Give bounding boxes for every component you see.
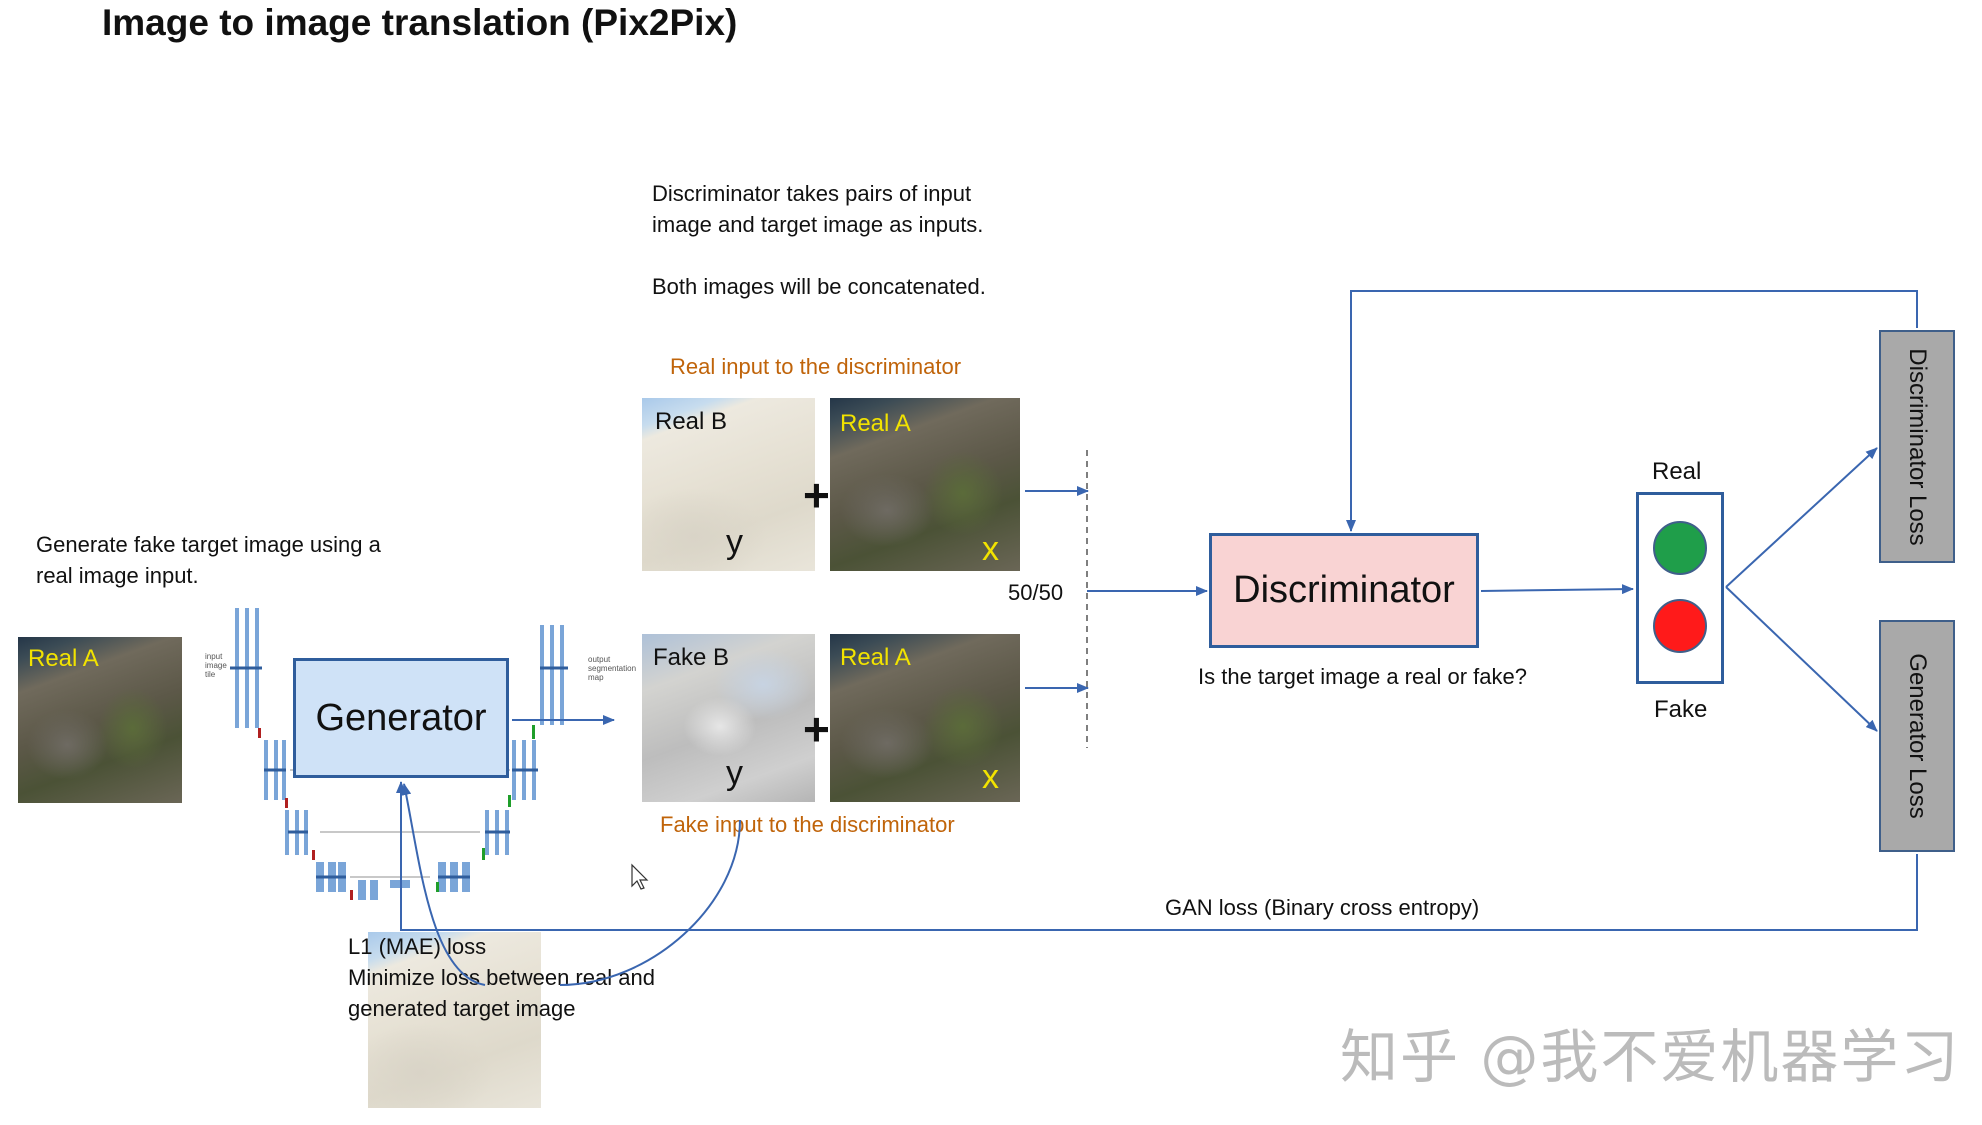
cursor-icon — [631, 863, 649, 890]
fake-light-label: Fake — [1654, 696, 1708, 723]
tile-label: Real A — [840, 410, 911, 437]
tile-label: Fake B — [653, 644, 730, 671]
watermark: 知乎 @我不爱机器学习 — [1340, 1023, 1961, 1091]
l1-loss-description: Minimize loss between real and generated… — [348, 965, 655, 1021]
l1-loss-curve-left — [401, 783, 486, 986]
discriminator-box: Discriminator — [1209, 533, 1479, 648]
red-light-icon — [1653, 599, 1707, 653]
green-light-icon — [1653, 521, 1707, 575]
tile-label: Real A — [28, 645, 99, 672]
l1-loss-curve-right — [559, 819, 741, 986]
generator-note: Generate fake target image using a real … — [36, 532, 381, 588]
real-a-tile-bottom: Real A x — [830, 634, 1020, 802]
plus-sign: + — [803, 703, 830, 755]
fake-input-label: Fake input to the discriminator — [660, 812, 955, 837]
page-title: Image to image translation (Pix2Pix) — [102, 2, 738, 43]
real-input-label: Real input to the discriminator — [670, 354, 962, 379]
real-b-tile: Real B y — [642, 398, 815, 571]
variable-x: x — [982, 530, 999, 568]
input-real-a-tile: Real A — [18, 637, 182, 803]
variable-y: y — [726, 523, 743, 561]
generator-loss-feedback — [396, 781, 1918, 931]
unet-input-caption: input image tile — [205, 652, 227, 679]
l1-target-tile — [368, 932, 541, 1108]
tile-label: Real A — [840, 644, 911, 671]
variable-y: y — [726, 754, 743, 792]
variable-x: x — [982, 758, 999, 796]
discriminator-loss-feedback — [1346, 290, 1918, 532]
plus-sign: + — [803, 469, 830, 521]
generator-box: Generator — [293, 658, 509, 778]
discriminator-note: Discriminator takes pairs of input image… — [652, 181, 986, 299]
to-generator-loss-arrow — [1725, 586, 1878, 732]
unet-architecture-sketch — [230, 608, 568, 900]
generator-loss-box: Generator Loss — [1879, 620, 1955, 852]
gan-loss-label: GAN loss (Binary cross entropy) — [1165, 895, 1480, 920]
discriminator-loss-box: Discriminator Loss — [1879, 330, 1955, 563]
to-discriminator-loss-arrow — [1725, 447, 1878, 588]
real-or-fake-question: Is the target image a real or fake? — [1198, 664, 1527, 689]
real-light-label: Real — [1652, 458, 1702, 485]
fake-b-tile: Fake B y — [642, 634, 815, 802]
discriminator-output-arrow — [1480, 584, 1634, 595]
real-a-tile-top: Real A x — [830, 398, 1020, 571]
real-fake-indicator — [1636, 492, 1724, 684]
l1-loss-title: L1 (MAE) loss — [348, 934, 487, 959]
unet-output-caption: output segmentation map — [588, 655, 637, 682]
tile-label: Real B — [655, 408, 728, 435]
ratio-label: 50/50 — [1008, 580, 1064, 605]
